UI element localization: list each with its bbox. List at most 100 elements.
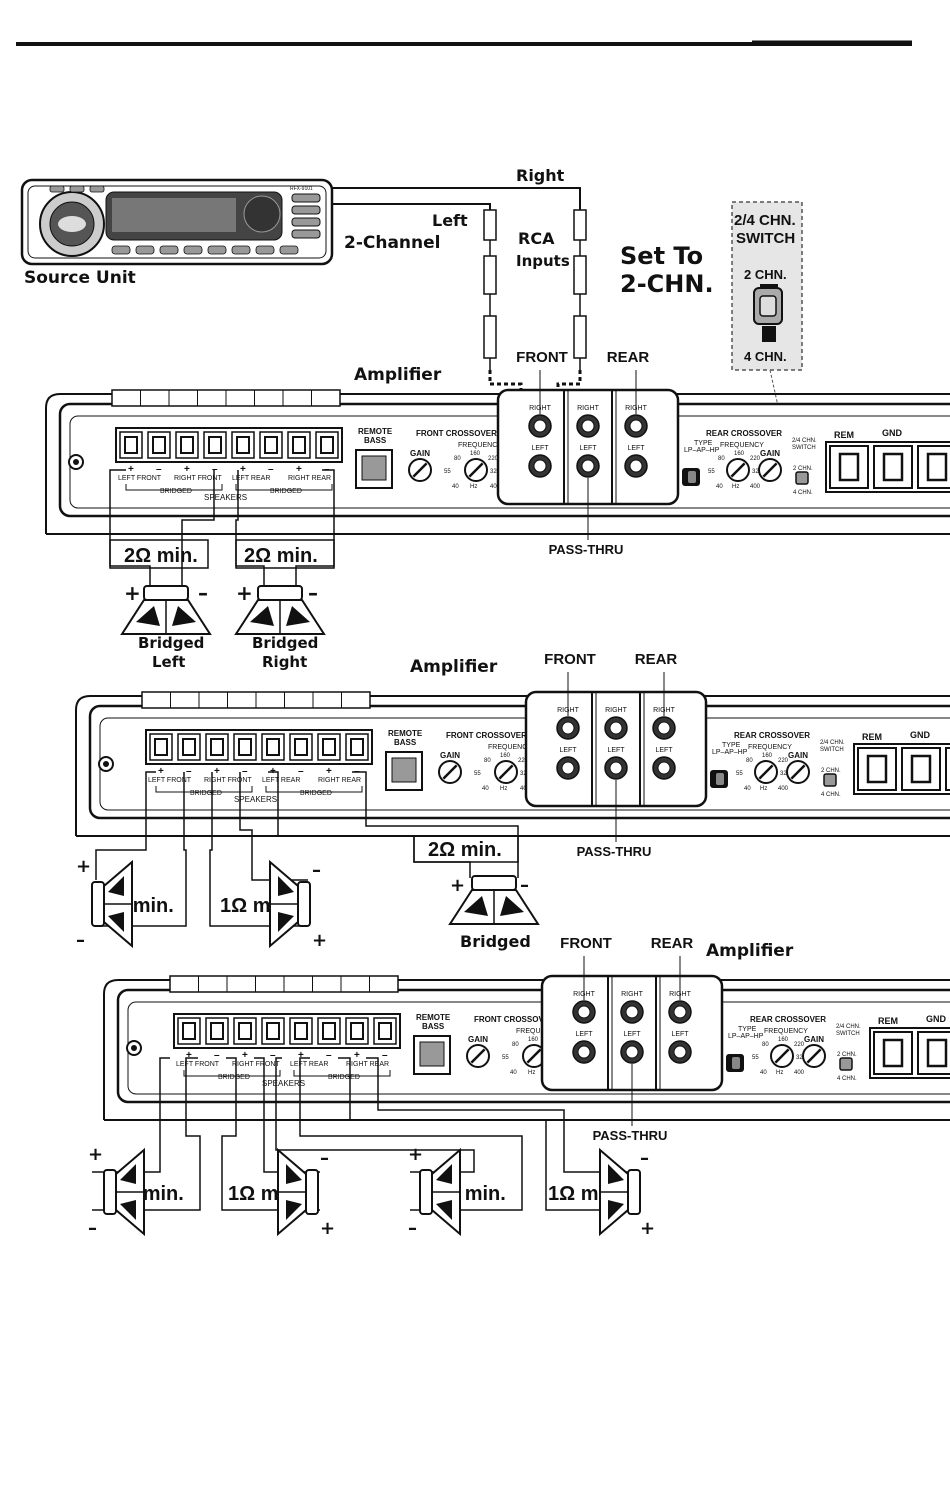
speaker-d3-1 xyxy=(103,1147,145,1237)
freq-55: 55 xyxy=(736,771,743,777)
label-amplifier: Amplifier xyxy=(706,941,794,961)
rca-plug-left xyxy=(483,209,497,370)
d3-c-minus: – xyxy=(408,1218,417,1239)
label-rca-left: LEFT xyxy=(579,445,597,452)
label-gain: GAIN xyxy=(440,751,460,760)
front-frequency-knob-pointer xyxy=(468,462,484,478)
speaker-cone-shade xyxy=(436,1200,452,1220)
label-rca-right: RIGHT xyxy=(605,707,628,714)
terminal-screw xyxy=(238,1022,252,1040)
rca-inputs-label-1: RCA xyxy=(518,229,555,248)
label-rear: REAR xyxy=(607,349,650,366)
label-remote: REMOTE xyxy=(416,1013,451,1022)
freq-hz: Hz xyxy=(470,484,477,490)
terminal-polarity: + xyxy=(128,464,134,475)
label-rear-crossover: REAR CROSSOVER xyxy=(734,731,810,740)
speaker-cone-shade xyxy=(608,1164,624,1184)
freq-hz: Hz xyxy=(760,786,767,792)
label-gain: GAIN xyxy=(760,449,780,458)
switch-detail-callout xyxy=(731,201,803,425)
d2-a-minus: – xyxy=(76,930,85,951)
amp-screw-center xyxy=(73,459,79,465)
label-type: TYPE xyxy=(694,440,713,447)
freq-400: 400 xyxy=(794,1070,805,1076)
label-type-opts: LP–AP–HP xyxy=(684,447,720,454)
label-rem: REM xyxy=(878,1016,898,1026)
terminal-screw xyxy=(350,738,364,756)
terminal-polarity: + xyxy=(186,1050,192,1061)
d2-c-plus: + xyxy=(450,875,465,896)
freq-160: 160 xyxy=(528,1037,539,1043)
label-rem: REM xyxy=(834,430,854,440)
label-type-opts: LP–AP–HP xyxy=(712,749,748,756)
rca-left-cable xyxy=(332,203,491,210)
terminal-polarity: – xyxy=(186,766,192,777)
freq-160: 160 xyxy=(470,451,481,457)
remote-bass-jack xyxy=(361,455,387,481)
switch-detail-title-1: 2/4 CHN. xyxy=(734,212,796,229)
rca-plug-right xyxy=(573,209,587,370)
freq-hz: Hz xyxy=(732,484,739,490)
label-bridged: BRIDGED xyxy=(190,790,222,797)
label-right-rear: RIGHT REAR xyxy=(318,777,361,784)
rear-frequency-knob-pointer xyxy=(758,764,774,780)
rear-gain-knob-pointer xyxy=(762,462,778,478)
rca-jack-rear-left-ring xyxy=(673,1045,687,1059)
freq-320: 320 xyxy=(752,469,763,475)
speaker-cone-shade xyxy=(108,876,124,896)
d2-a-plus: + xyxy=(76,856,91,877)
label-right-front: RIGHT FRONT xyxy=(204,777,252,784)
d1-spk-left-plus: + xyxy=(124,581,141,605)
switch-detail-title-2: SWITCH xyxy=(736,230,795,247)
label-front-crossover: FRONT CROSSOVER xyxy=(474,1015,555,1024)
amp-chassis-top xyxy=(103,979,950,1120)
freq-40: 40 xyxy=(744,786,751,792)
label-rca-left: LEFT xyxy=(531,445,549,452)
label-left-rear: LEFT REAR xyxy=(232,475,270,482)
label-bridged: BRIDGED xyxy=(270,488,302,495)
label-bridged: BRIDGED xyxy=(160,488,192,495)
front-gain-knob-pointer xyxy=(470,1048,486,1064)
label-sw-4: 4 CHN. xyxy=(821,792,841,798)
terminal-screw xyxy=(154,738,168,756)
label-rear: REAR xyxy=(635,651,678,668)
d3-a-plus: + xyxy=(88,1144,103,1165)
speaker-cone-shade xyxy=(172,606,196,626)
speaker-cone-shade xyxy=(120,1200,136,1220)
terminal-screw xyxy=(182,738,196,756)
terminal-polarity: + xyxy=(242,1050,248,1061)
terminal-screw xyxy=(208,436,222,454)
label-sw-2: 2 CHN. xyxy=(837,1052,857,1058)
terminal-polarity: – xyxy=(212,464,218,475)
label-frequency: FREQUENCY xyxy=(764,1028,808,1035)
rca-right-route xyxy=(540,370,582,426)
rca-jack-front-right-ring xyxy=(533,419,547,433)
freq-hz: Hz xyxy=(500,786,507,792)
freq-220: 220 xyxy=(778,758,789,764)
speaker-d2-right xyxy=(269,859,311,949)
rear-type-switch-knob xyxy=(716,773,724,785)
set-to-label-1: Set To xyxy=(620,242,703,270)
freq-220: 220 xyxy=(488,456,499,462)
label-sw: SWITCH xyxy=(820,747,844,753)
speaker-magnet xyxy=(91,881,105,927)
label-pass-thru: PASS-THRU xyxy=(577,844,652,859)
speaker-magnet xyxy=(627,1169,641,1215)
label-left-front: LEFT FRONT xyxy=(148,777,192,784)
speaker-magnet xyxy=(297,881,311,927)
speaker-cone-shade xyxy=(500,896,524,916)
terminal-screw xyxy=(182,1022,196,1040)
channel-switch xyxy=(823,773,837,787)
terminal-screw xyxy=(320,436,334,454)
amp-screw-center xyxy=(103,761,109,767)
label-rca-left: LEFT xyxy=(655,747,673,754)
speaker-cone-shade xyxy=(286,1200,302,1220)
source-unit: RFX-9101 xyxy=(20,178,334,266)
label-remote: REMOTE xyxy=(358,427,393,436)
speaker-cone-shade xyxy=(136,606,160,626)
switch-detail-2chn: 2 CHN. xyxy=(744,267,787,282)
speaker-magnet xyxy=(143,585,189,601)
bridged-bracket xyxy=(125,484,223,491)
label-front: FRONT xyxy=(516,349,568,366)
